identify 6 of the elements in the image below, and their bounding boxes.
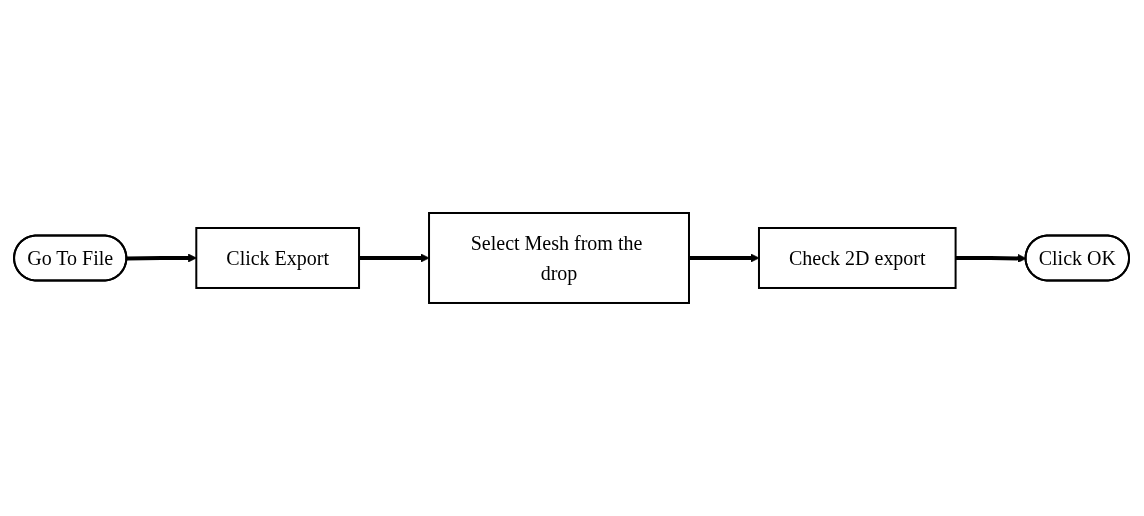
arrow	[359, 253, 430, 263]
node-box: Click Export	[195, 227, 361, 289]
arrow	[689, 253, 760, 263]
node-box: Check 2D export	[758, 227, 958, 289]
node-box: Select Mesh from the drop	[428, 212, 691, 304]
arrow	[956, 254, 1027, 263]
